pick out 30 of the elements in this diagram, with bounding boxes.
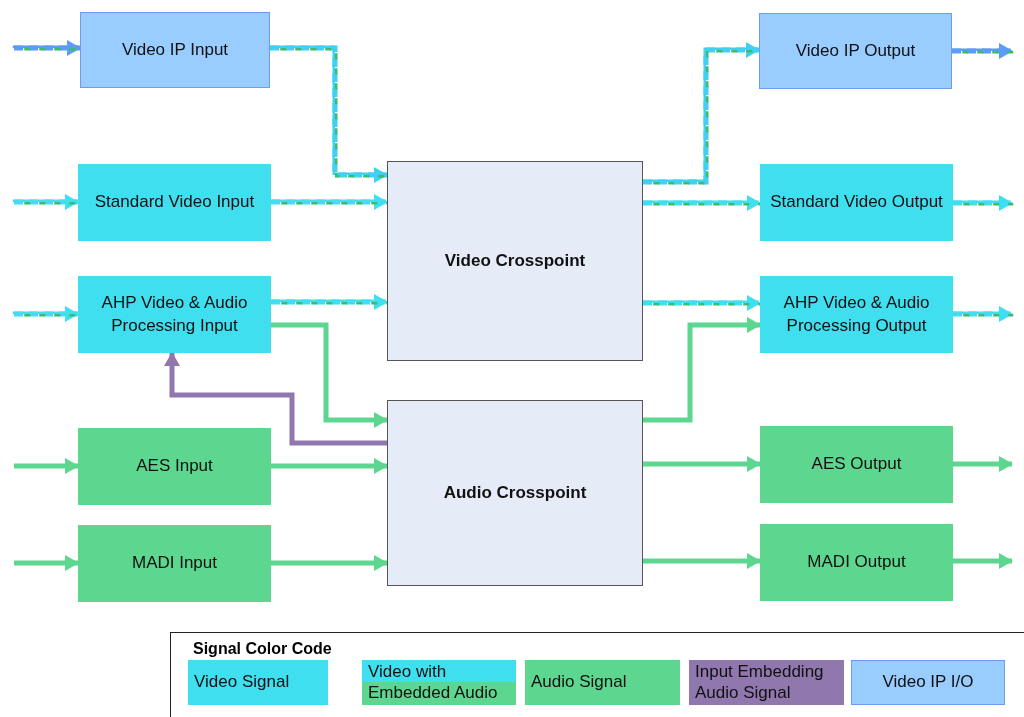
box-label: AES Output [811, 453, 902, 476]
io-box [78, 276, 271, 353]
io-box [760, 426, 953, 503]
box-label: Audio Crosspoint [443, 481, 587, 504]
legend-label: Input Embedding Audio Signal [695, 662, 825, 703]
io-box [760, 524, 953, 601]
box-label: Video IP Output [795, 39, 916, 62]
box-label: Standard Video Output [770, 191, 943, 214]
io-box [760, 276, 953, 353]
box-label: AES Input [136, 455, 213, 478]
io-box [80, 12, 270, 88]
io-box [78, 428, 271, 505]
io-box [759, 13, 952, 89]
legend-label: Video Signal [194, 672, 290, 693]
crosspoint-box [387, 400, 643, 586]
io-box [760, 164, 953, 241]
legend-label: Audio Signal [531, 672, 627, 693]
legend-title: Signal Color Code [193, 640, 332, 658]
io-box [78, 525, 271, 602]
box-label: Standard Video Input [94, 191, 255, 214]
box-label: AHP Video & Audio Processing Output [782, 292, 931, 337]
legend-label: Video IP I/O [882, 672, 974, 693]
box-label: MADI Input [131, 552, 217, 575]
crosspoint-box [387, 161, 643, 361]
box-label: Video IP Input [121, 38, 229, 61]
box-label: Video Crosspoint [444, 249, 586, 272]
legend-label: Video with Embedded Audio [368, 662, 499, 703]
io-box [78, 164, 271, 241]
box-label: AHP Video & Audio Processing Input [100, 292, 249, 337]
box-label: MADI Output [807, 551, 906, 574]
